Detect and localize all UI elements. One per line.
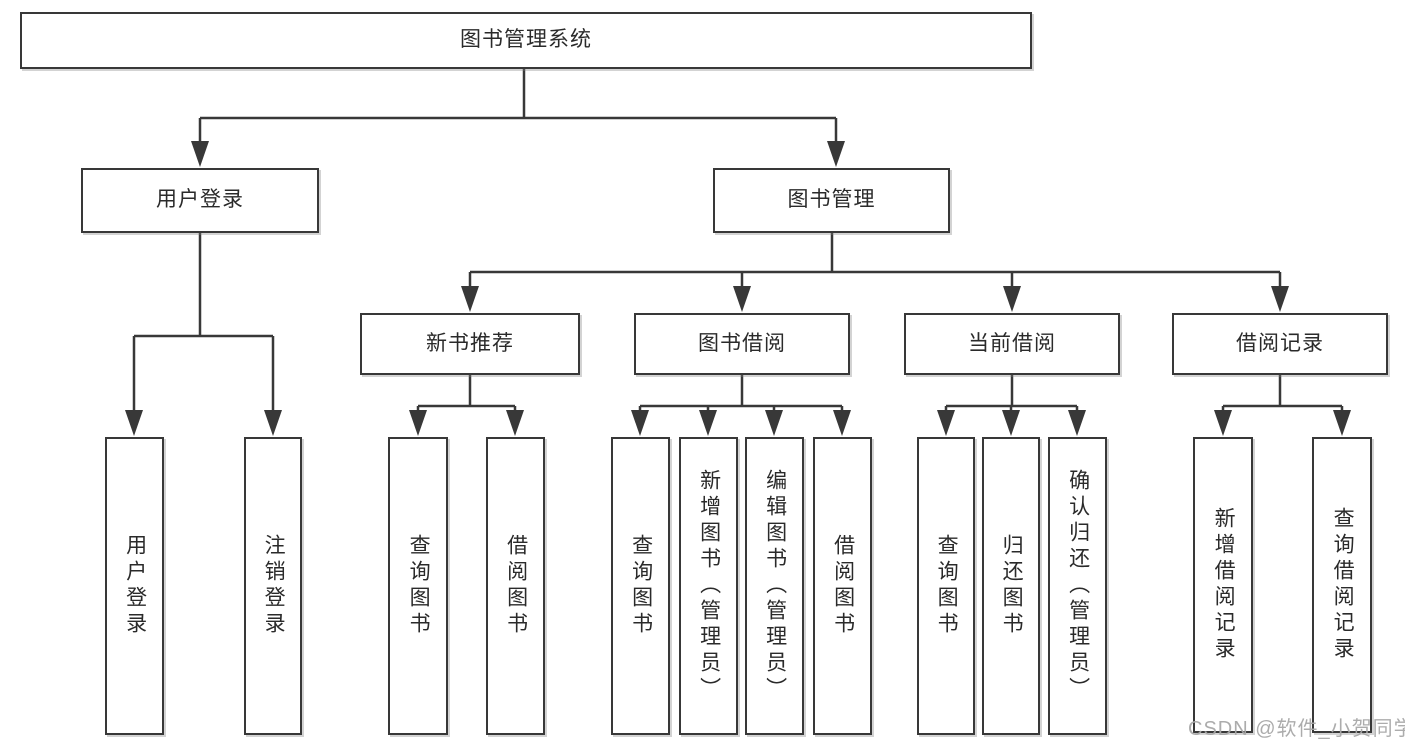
edge-current-leaves bbox=[944, 375, 1079, 414]
edge-userlogin-leaves bbox=[132, 233, 275, 416]
arrowhead bbox=[631, 410, 649, 436]
node-query-books-rec: 查询图书 bbox=[388, 437, 448, 735]
arrowhead bbox=[409, 410, 427, 436]
node-query-books-borrow: 查询图书 bbox=[611, 437, 670, 735]
arrowhead bbox=[827, 141, 845, 167]
edge-root-level2 bbox=[198, 69, 838, 146]
node-root: 图书管理系统 bbox=[20, 12, 1032, 69]
node-book-borrow: 图书借阅 bbox=[634, 313, 850, 375]
node-borrow-books: 借阅图书 bbox=[813, 437, 872, 735]
arrowhead bbox=[1068, 410, 1086, 436]
node-edit-books-admin: 编辑图书（管理员） bbox=[745, 437, 804, 735]
arrowhead bbox=[461, 286, 479, 312]
arrowhead bbox=[1003, 286, 1021, 312]
arrowhead bbox=[264, 410, 282, 436]
edge-borrow-leaves bbox=[638, 375, 844, 414]
arrowhead bbox=[699, 410, 717, 436]
node-confirm-return-admin: 确认归还（管理员） bbox=[1048, 437, 1107, 735]
arrowhead bbox=[191, 141, 209, 167]
arrowhead bbox=[833, 410, 851, 436]
csdn-watermark: CSDN @软件_小贺同学 bbox=[1188, 718, 1405, 740]
node-query-books-current: 查询图书 bbox=[917, 437, 975, 735]
node-user-login: 用户登录 bbox=[81, 168, 319, 233]
node-book-management: 图书管理 bbox=[713, 168, 950, 233]
edge-bookmgmt-level3 bbox=[468, 233, 1282, 292]
arrowhead bbox=[1271, 286, 1289, 312]
arrowhead bbox=[765, 410, 783, 436]
edge-records-leaves bbox=[1221, 375, 1344, 414]
arrowhead bbox=[733, 286, 751, 312]
arrowhead bbox=[506, 410, 524, 436]
arrowhead bbox=[1002, 410, 1020, 436]
edge-recommend-leaves bbox=[416, 375, 517, 414]
node-add-books-admin: 新增图书（管理员） bbox=[679, 437, 738, 735]
node-query-borrow-record: 查询借阅记录 bbox=[1312, 437, 1372, 733]
node-new-book-recommend: 新书推荐 bbox=[360, 313, 580, 375]
node-user-login-action: 用户登录 bbox=[105, 437, 164, 735]
node-borrow-books-rec: 借阅图书 bbox=[486, 437, 545, 735]
arrowheads bbox=[125, 141, 1351, 436]
arrowhead bbox=[1214, 410, 1232, 436]
node-borrow-records: 借阅记录 bbox=[1172, 313, 1388, 375]
arrowhead bbox=[125, 410, 143, 436]
node-return-books: 归还图书 bbox=[982, 437, 1040, 735]
node-add-borrow-record: 新增借阅记录 bbox=[1193, 437, 1253, 733]
node-current-borrow: 当前借阅 bbox=[904, 313, 1120, 375]
arrowhead bbox=[1333, 410, 1351, 436]
arrowhead bbox=[937, 410, 955, 436]
node-logout-action: 注销登录 bbox=[244, 437, 302, 735]
